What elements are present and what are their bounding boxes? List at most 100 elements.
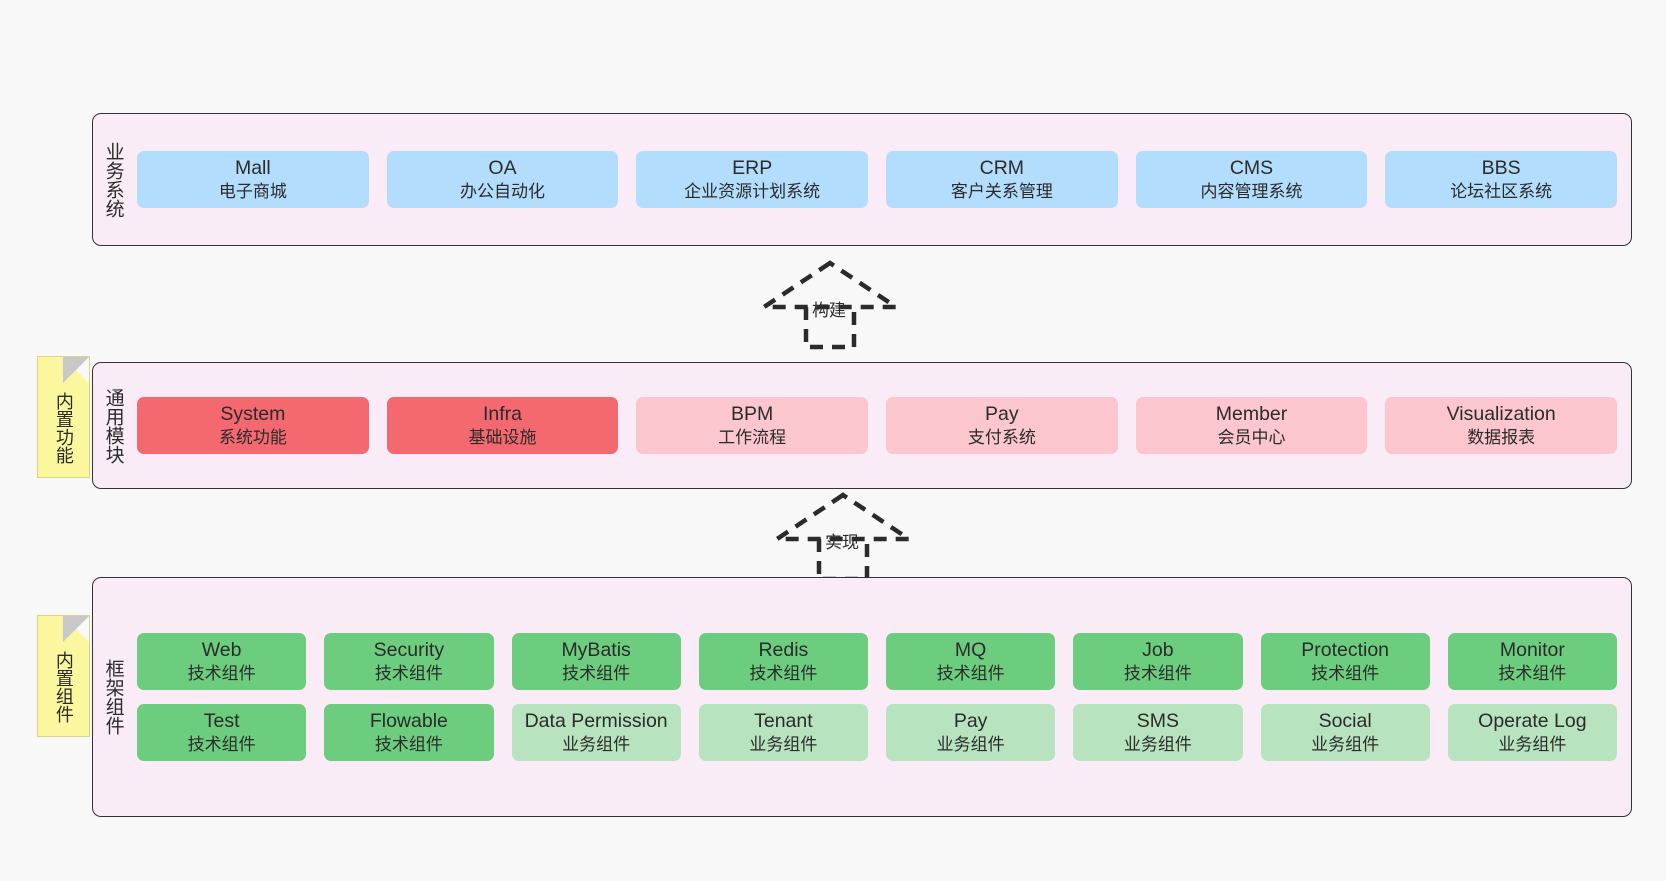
node-subtitle: 系统功能 [218, 427, 287, 447]
node-sms[interactable]: SMS 业务组件 [1073, 704, 1243, 762]
node-subtitle: 论坛社区系统 [1450, 181, 1553, 201]
node-title: Infra [482, 402, 523, 425]
node-bbs[interactable]: BBS 论坛社区系统 [1385, 150, 1618, 209]
node-erp[interactable]: ERP 企业资源计划系统 [636, 150, 869, 209]
connector-build: 构建 [756, 259, 904, 350]
node-pay-module[interactable]: Pay 支付系统 [886, 396, 1118, 455]
node-subtitle: 技术组件 [1311, 663, 1380, 683]
node-subtitle: 客户关系管理 [950, 181, 1053, 201]
node-redis[interactable]: Redis 技术组件 [698, 632, 868, 690]
node-subtitle: 工作流程 [718, 427, 787, 447]
node-title: CMS [1229, 156, 1274, 179]
node-title: System [220, 402, 286, 425]
note-builtin-components: 内置组件 [37, 615, 90, 737]
node-subtitle: 内容管理系统 [1200, 181, 1303, 201]
node-tenant[interactable]: Tenant 业务组件 [698, 704, 868, 762]
node-title: Pay [953, 710, 988, 732]
node-title: Data Permission [524, 710, 668, 732]
node-title: MQ [954, 638, 987, 661]
node-subtitle: 技术组件 [187, 734, 256, 754]
layer-framework-component: 框架组件 Web 技术组件 Security 技术组件 MyBatis 技术组件… [92, 577, 1632, 817]
node-subtitle: 技术组件 [562, 663, 631, 683]
row-framework-components-2: Test 技术组件 Flowable 技术组件 Data Permission … [137, 704, 1617, 762]
node-oa[interactable]: OA 办公自动化 [386, 150, 619, 209]
node-security[interactable]: Security 技术组件 [324, 632, 494, 690]
node-title: CRM [979, 156, 1025, 179]
layer-business-system: 业务系统 Mall 电子商城 OA 办公自动化 ERP 企业资源计划系统 CRM… [92, 113, 1632, 246]
node-title: Security [373, 638, 445, 661]
node-title: Operate Log [1478, 710, 1587, 732]
connector-implement: 实现 [769, 491, 917, 582]
layer-title-framework-component: 框架组件 [102, 659, 124, 735]
node-subtitle: 业务组件 [1123, 734, 1192, 754]
node-title: ERP [732, 156, 773, 179]
node-title: Redis [758, 638, 809, 661]
node-subtitle: 业务组件 [749, 734, 818, 754]
node-title: MyBatis [561, 638, 631, 661]
node-flowable[interactable]: Flowable 技术组件 [324, 704, 494, 762]
node-title: Job [1142, 638, 1174, 661]
node-title: BBS [1481, 156, 1521, 179]
node-title: BPM [731, 402, 774, 425]
node-subtitle: 技术组件 [187, 663, 256, 683]
row-common-modules: System 系统功能 Infra 基础设施 BPM 工作流程 Pay 支付系统… [137, 396, 1618, 455]
node-subtitle: 会员中心 [1217, 427, 1286, 447]
node-mq[interactable]: MQ 技术组件 [886, 632, 1056, 690]
layer-common-module: 通用模块 System 系统功能 Infra 基础设施 BPM 工作流程 Pay… [92, 362, 1632, 489]
node-system[interactable]: System 系统功能 [137, 396, 369, 455]
node-subtitle: 业务组件 [1311, 734, 1380, 754]
node-title: Monitor [1499, 638, 1565, 661]
node-title: Pay [985, 402, 1019, 425]
node-subtitle: 办公自动化 [460, 181, 545, 201]
node-title: Member [1215, 402, 1288, 425]
node-subtitle: 技术组件 [374, 734, 443, 754]
node-subtitle: 支付系统 [967, 427, 1036, 447]
layer-body-framework-component: Web 技术组件 Security 技术组件 MyBatis 技术组件 Redi… [133, 578, 1631, 816]
node-subtitle: 业务组件 [1498, 734, 1567, 754]
node-mall[interactable]: Mall 电子商城 [137, 150, 369, 209]
node-protection[interactable]: Protection 技术组件 [1260, 632, 1430, 690]
layer-body-business-system: Mall 电子商城 OA 办公自动化 ERP 企业资源计划系统 CRM 客户关系… [133, 114, 1631, 245]
node-subtitle: 业务组件 [562, 734, 631, 754]
node-title: Web [201, 638, 242, 661]
node-title: Mall [234, 156, 271, 179]
node-title: SMS [1136, 710, 1179, 732]
connector-label-build: 构建 [812, 301, 846, 320]
node-crm[interactable]: CRM 客户关系管理 [886, 150, 1118, 209]
node-cms[interactable]: CMS 内容管理系统 [1135, 150, 1368, 209]
node-title: Visualization [1446, 402, 1556, 425]
node-monitor[interactable]: Monitor 技术组件 [1447, 632, 1617, 690]
node-bpm[interactable]: BPM 工作流程 [636, 396, 869, 455]
node-social[interactable]: Social 业务组件 [1260, 704, 1430, 762]
node-subtitle: 技术组件 [1123, 663, 1192, 683]
note-label: 内置组件 [53, 651, 74, 723]
node-subtitle: 数据报表 [1467, 427, 1536, 447]
layer-body-common-module: System 系统功能 Infra 基础设施 BPM 工作流程 Pay 支付系统… [133, 363, 1631, 488]
node-subtitle: 技术组件 [936, 663, 1005, 683]
node-subtitle: 基础设施 [468, 427, 537, 447]
node-title: Tenant [754, 710, 813, 732]
node-subtitle: 技术组件 [374, 663, 443, 683]
node-data-permission[interactable]: Data Permission 业务组件 [511, 704, 681, 762]
node-title: OA [488, 156, 517, 179]
node-test[interactable]: Test 技术组件 [137, 704, 307, 762]
node-subtitle: 技术组件 [1498, 663, 1567, 683]
node-title: Social [1318, 710, 1372, 732]
node-web[interactable]: Web 技术组件 [137, 632, 307, 690]
node-member[interactable]: Member 会员中心 [1135, 396, 1368, 455]
node-subtitle: 电子商城 [218, 181, 287, 201]
note-builtin-features: 内置功能 [37, 356, 90, 478]
node-visualization[interactable]: Visualization 数据报表 [1385, 396, 1618, 455]
arrowhead-triangle [769, 492, 917, 542]
note-label: 内置功能 [53, 392, 74, 464]
node-operate-log[interactable]: Operate Log 业务组件 [1447, 704, 1617, 762]
node-mybatis[interactable]: MyBatis 技术组件 [511, 632, 681, 690]
node-title: Flowable [369, 710, 448, 732]
node-title: Protection [1301, 638, 1390, 661]
node-pay-component[interactable]: Pay 业务组件 [886, 704, 1056, 762]
row-business-systems: Mall 电子商城 OA 办公自动化 ERP 企业资源计划系统 CRM 客户关系… [137, 150, 1618, 209]
node-infra[interactable]: Infra 基础设施 [386, 396, 619, 455]
node-job[interactable]: Job 技术组件 [1073, 632, 1243, 690]
node-subtitle: 企业资源计划系统 [684, 181, 821, 201]
